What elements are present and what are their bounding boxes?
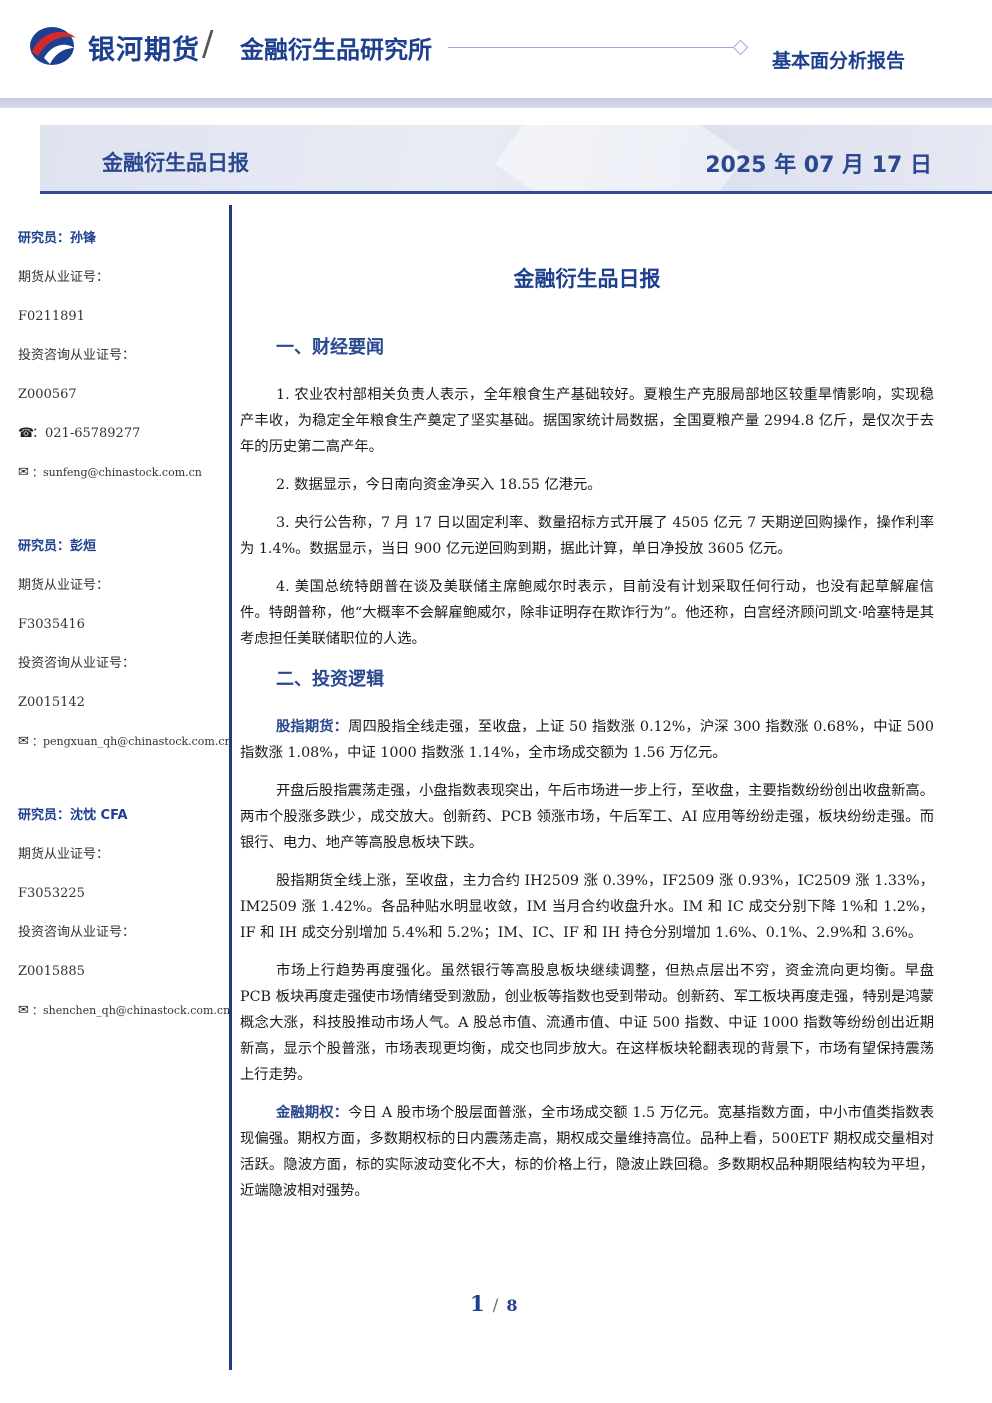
futures-cert-number: F3053225 (18, 886, 85, 901)
report-body: 金融衍生品日报 一、财经要闻 1. 农业农村部相关负责人表示，全年粮食生产基础较… (240, 262, 934, 1216)
diamond-icon (732, 39, 749, 56)
futures-cert-label: 期货从业证号： (18, 847, 110, 862)
analyst-card: 研究员：彭烜 期货从业证号： F3035416 投资咨询从业证号： Z00151… (18, 530, 232, 764)
futures-cert-number: F0211891 (18, 309, 85, 324)
analyst-email[interactable]: ✉：pengxuan_qh@chinastock.com.cn (18, 725, 232, 764)
news-item: 3. 央行公告称，7 月 17 日以固定利率、数量招标方式开展了 4505 亿元… (240, 515, 934, 557)
options-summary: 金融期权：今日 A 股市场个股层面普涨，全市场成交额 1.5 万亿元。宽基指数方… (240, 1105, 934, 1199)
document-title: 金融衍生品日报 (513, 267, 661, 291)
title-banner: 金融衍生品日报 2025 年 07 月 17 日 (40, 125, 992, 191)
advisory-cert-number: Z0015142 (18, 695, 85, 710)
analyst-name: 研究员：孙锋 (18, 231, 97, 246)
report-type: 基本面分析报告 (772, 50, 906, 72)
brand-separator: / (202, 24, 214, 64)
market-paragraph: 开盘后股指震荡走强，小盘指数表现突出，午后市场进一步上行，至收盘，主要指数纷纷创… (240, 783, 934, 851)
advisory-cert-label: 投资咨询从业证号： (18, 656, 136, 671)
analyst-email[interactable]: ✉：sunfeng@chinastock.com.cn (18, 456, 223, 495)
envelope-icon: ✉ (18, 465, 29, 480)
analyst-sidebar: 研究员：孙锋 期货从业证号： F0211891 投资咨询从业证号： Z00056… (18, 222, 232, 1068)
analyst-card: 研究员：孙锋 期货从业证号： F0211891 投资咨询从业证号： Z00056… (18, 222, 223, 495)
brand-name: 银河期货 (88, 35, 200, 66)
news-item: 2. 数据显示，今日南向资金净买入 18.55 亿港元。 (276, 477, 602, 493)
envelope-icon: ✉ (18, 1003, 29, 1018)
analyst-card: 研究员：沈忱 CFA 期货从业证号： F3053225 投资咨询从业证号： Z0… (18, 799, 230, 1033)
paragraph-lead: 金融期权： (276, 1105, 349, 1121)
futures-cert-label: 期货从业证号： (18, 270, 110, 285)
galaxy-logo-icon (30, 27, 76, 65)
analyst-phone: ☎：021-65789277 (18, 417, 223, 456)
envelope-icon: ✉ (18, 734, 29, 749)
paragraph-lead: 股指期货： (276, 719, 349, 735)
market-paragraph: 股指期货全线上涨，至收盘，主力合约 IH2509 涨 0.39%，IF2509 … (240, 873, 934, 941)
advisory-cert-label: 投资咨询从业证号： (18, 348, 136, 363)
analyst-name: 研究员：彭烜 (18, 539, 97, 554)
advisory-cert-number: Z000567 (18, 387, 77, 402)
decorative-line (448, 47, 736, 48)
section-heading-logic: 二、投资逻辑 (276, 669, 384, 690)
analyst-email[interactable]: ✉：shenchen_qh@chinastock.com.cn (18, 994, 230, 1033)
analyst-name: 研究员：沈忱 CFA (18, 808, 128, 823)
news-item: 1. 农业农村部相关负责人表示，全年粮食生产基础较好。夏粮生产克服局部地区较重旱… (240, 387, 934, 455)
institute-name: 金融衍生品研究所 (240, 36, 432, 64)
report-date: 2025 年 07 月 17 日 (705, 153, 932, 178)
section-heading-news: 一、财经要闻 (276, 337, 384, 358)
total-pages: 8 (506, 1296, 518, 1315)
futures-cert-number: F3035416 (18, 617, 85, 632)
phone-icon: ☎ (18, 426, 35, 441)
index-futures-summary: 股指期货：周四股指全线走强，至收盘，上证 50 指数涨 0.12%，沪深 300… (240, 719, 934, 761)
market-paragraph: 市场上行趋势再度强化。虽然银行等高股息板块继续调整，但热点层出不穷，资金流向更均… (240, 963, 934, 1083)
advisory-cert-label: 投资咨询从业证号： (18, 925, 136, 940)
banner-underline (40, 191, 992, 194)
futures-cert-label: 期货从业证号： (18, 578, 110, 593)
current-page: 1 (470, 1291, 485, 1316)
news-item: 4. 美国总统特朗普在谈及美联储主席鲍威尔时表示，目前没有计划采取任何行动，也没… (240, 579, 934, 647)
page-number: 1/8 (470, 1291, 518, 1316)
sidebar-divider (229, 205, 232, 1370)
advisory-cert-number: Z0015885 (18, 964, 85, 979)
page-header: 银河期货 / 金融衍生品研究所 基本面分析报告 (0, 0, 992, 108)
header-band (0, 98, 992, 108)
banner-title: 金融衍生品日报 (102, 151, 249, 175)
